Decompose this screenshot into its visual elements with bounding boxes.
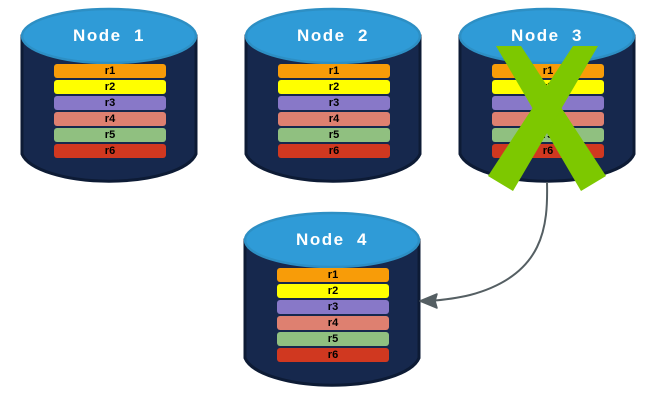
row-bar-r1[interactable]: r1	[54, 64, 166, 78]
row-bar-r3[interactable]: r3	[54, 96, 166, 110]
row-label: r2	[104, 80, 116, 93]
node-4[interactable]: Node 4 r1 r2 r3 r4 r5 r6	[243, 210, 421, 390]
row-bar-r2[interactable]: r2	[277, 284, 389, 298]
row-label: r6	[327, 348, 339, 361]
row-bar-r2[interactable]: r2	[492, 80, 604, 94]
node-3-rows: r1 r2 r3 r4 r5 r6	[492, 64, 604, 158]
row-bar-r6[interactable]: r6	[277, 348, 389, 362]
row-bar-r4[interactable]: r4	[278, 112, 390, 126]
row-label: r4	[104, 112, 116, 125]
row-bar-r6[interactable]: r6	[278, 144, 390, 158]
row-bar-r3[interactable]: r3	[492, 96, 604, 110]
row-label: r1	[327, 268, 339, 281]
row-label: r2	[328, 80, 340, 93]
row-label: r1	[328, 64, 340, 77]
node-4-rows: r1 r2 r3 r4 r5 r6	[277, 268, 389, 362]
row-label: r1	[104, 64, 116, 77]
row-label: r4	[542, 112, 554, 125]
node-3[interactable]: Node 3 r1 r2 r3 r4 r5 r6	[458, 6, 636, 191]
row-label: r1	[542, 64, 554, 77]
row-bar-r5[interactable]: r5	[278, 128, 390, 142]
row-label: r6	[542, 144, 554, 157]
node-1-rows: r1 r2 r3 r4 r5 r6	[54, 64, 166, 158]
row-label: r6	[104, 144, 116, 157]
node-2[interactable]: Node 2 r1 r2 r3 r4 r5 r6	[244, 6, 422, 186]
row-label: r4	[328, 112, 340, 125]
row-bar-r2[interactable]: r2	[278, 80, 390, 94]
row-label: r2	[327, 284, 339, 297]
row-bar-r1[interactable]: r1	[277, 268, 389, 282]
row-label: r5	[542, 128, 554, 141]
node-1[interactable]: Node 1 r1 r2 r3 r4 r5 r6	[20, 6, 198, 186]
row-bar-r5[interactable]: r5	[54, 128, 166, 142]
row-bar-r4[interactable]: r4	[277, 316, 389, 330]
node-2-rows: r1 r2 r3 r4 r5 r6	[278, 64, 390, 158]
row-bar-r5[interactable]: r5	[492, 128, 604, 142]
row-label: r3	[328, 96, 340, 109]
row-label: r3	[327, 300, 339, 313]
row-label: r3	[542, 96, 554, 109]
row-label: r5	[327, 332, 339, 345]
row-label: r2	[542, 80, 554, 93]
row-label: r6	[328, 144, 340, 157]
row-bar-r2[interactable]: r2	[54, 80, 166, 94]
row-bar-r6[interactable]: r6	[54, 144, 166, 158]
row-bar-r6[interactable]: r6	[492, 144, 604, 158]
row-bar-r4[interactable]: r4	[54, 112, 166, 126]
row-bar-r5[interactable]: r5	[277, 332, 389, 346]
row-bar-r1[interactable]: r1	[278, 64, 390, 78]
row-bar-r4[interactable]: r4	[492, 112, 604, 126]
row-label: r4	[327, 316, 339, 329]
row-label: r3	[104, 96, 116, 109]
row-bar-r3[interactable]: r3	[277, 300, 389, 314]
row-label: r5	[104, 128, 116, 141]
row-bar-r1[interactable]: r1	[492, 64, 604, 78]
row-label: r5	[328, 128, 340, 141]
row-bar-r3[interactable]: r3	[278, 96, 390, 110]
